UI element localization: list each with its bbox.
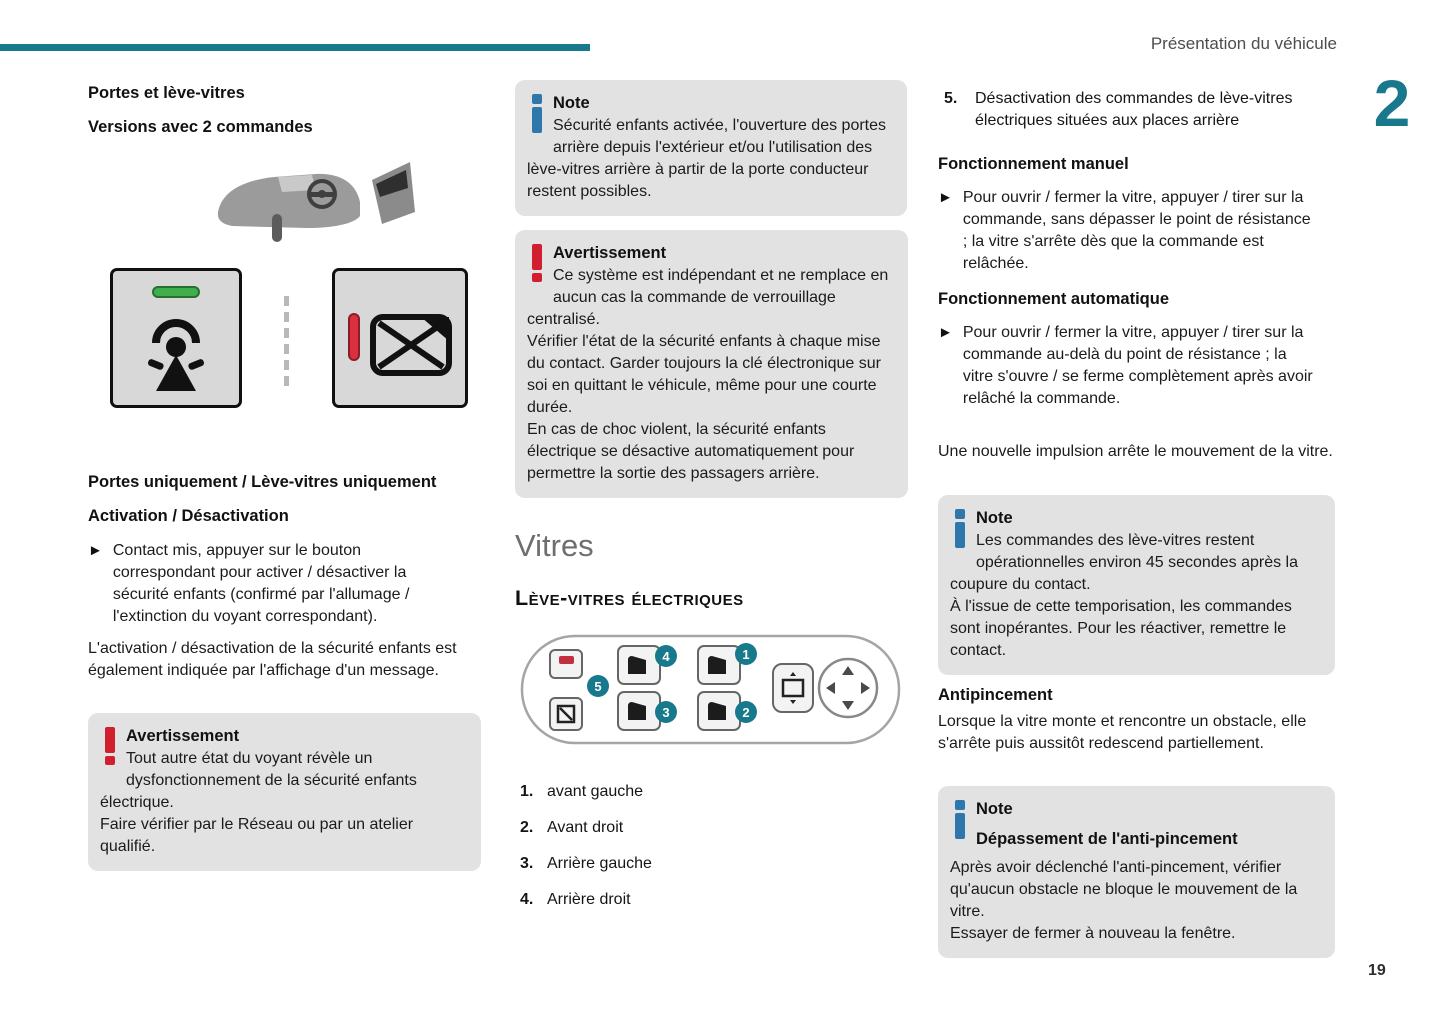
window-lock-control-illustration [332,268,468,408]
list-item-number: 5. [944,90,958,107]
note-box-timer: Note Les commandes des lève-vitres reste… [938,495,1335,675]
child-lock-control-illustration [110,268,242,408]
heading-portes-uniquement: Portes uniquement / Lève-vitres uniqueme… [88,473,437,491]
list-item-text: Désactivation des commandes de lève-vitr… [975,90,1293,129]
warning-icon [102,727,117,773]
note-body: Les commandes des lève-vitres restent op… [950,532,1298,659]
para-activation-message: L'activation / désactivation de la sécur… [88,640,457,679]
warning-icon [529,244,544,290]
warning-body: Ce système est indépendant et ne remplac… [527,267,889,482]
list-item-label: Arrière gauche [547,855,652,872]
chapter-number: 2 [1373,66,1411,140]
warning-title: Avertissement [553,244,667,262]
list-item: 4. Arrière droit [520,889,652,911]
note-subtitle: Dépassement de l'anti-pincement [976,830,1238,848]
child-lock-icon [147,319,205,391]
list-item: 3. Arrière gauche [520,853,652,875]
note-title: Note [553,94,590,112]
warning-box-left: Avertissement Tout autre état du voyant … [88,713,481,871]
bullet-manual-text: Pour ouvrir / fermer la vitre, appuyer /… [962,189,1311,272]
red-indicator-light [348,313,360,361]
heading-fonctionnement-manuel: Fonctionnement manuel [938,155,1129,173]
para-antipincement: Lorsque la vitre monte et rencontre un o… [938,713,1307,752]
list-item-number: 4. [520,891,534,908]
warning-box-middle: Avertissement Ce système est indépendant… [515,230,908,498]
arrow-bullet-icon: ► [938,189,953,206]
list-item-5: 5. Désactivation des commandes de lève-v… [944,88,1336,132]
info-icon [952,800,967,852]
list-item-number: 3. [520,855,534,872]
list-item-label: Avant droit [547,819,624,836]
note-body: Sécurité enfants activée, l'ouverture de… [527,117,887,200]
marker-2: 2 [742,705,749,720]
warning-title: Avertissement [126,727,240,745]
header-accent-bar [0,44,590,51]
marker-1: 1 [742,647,749,662]
info-icon [952,509,967,555]
marker-3: 3 [662,705,669,720]
marker-4: 4 [662,649,670,664]
arrow-bullet-icon: ► [88,542,103,559]
window-switch-panel-illustration: 4 1 3 2 5 [520,634,901,745]
heading-versions-2-commandes: Versions avec 2 commandes [88,118,313,136]
list-item-number: 2. [520,819,534,836]
list-item: 2. Avant droit [520,817,652,839]
window-disable-icon [370,314,452,376]
section-title-vitres: Vitres [515,528,594,563]
note-body: Après avoir déclenché l'anti-pincement, … [950,859,1298,942]
list-item-number: 1. [520,783,534,800]
subsection-leve-vitres-electriques: Lève-vitres électriques [515,586,744,610]
note-title: Note [976,509,1013,527]
list-item-label: Arrière droit [547,891,631,908]
bullet-automatic: ► Pour ouvrir / fermer la vitre, appuyer… [938,322,1336,410]
list-item: 1. avant gauche [520,781,652,803]
divider-dashes [284,296,289,386]
heading-activation: Activation / Désactivation [88,507,289,525]
marker-5: 5 [594,679,601,694]
note-title: Note [976,800,1013,818]
arrow-bullet-icon: ► [938,324,953,341]
note-box-child-safety: Note Sécurité enfants activée, l'ouvertu… [515,80,907,216]
heading-fonctionnement-automatique: Fonctionnement automatique [938,290,1169,308]
heading-portes-leve-vitres: Portes et lève-vitres [88,84,245,102]
note-box-antipinch: Note Dépassement de l'anti-pincement Apr… [938,786,1335,958]
bullet-contact-mis: ► Contact mis, appuyer sur le bouton cor… [88,540,470,628]
info-icon [529,94,544,140]
bullet-manual: ► Pour ouvrir / fermer la vitre, appuyer… [938,187,1336,275]
para-impulsion: Une nouvelle impulsion arrête le mouveme… [938,443,1333,460]
list-item-label: avant gauche [547,783,644,800]
bullet-automatic-text: Pour ouvrir / fermer la vitre, appuyer /… [962,324,1313,407]
bullet-contact-text: Contact mis, appuyer sur le bouton corre… [112,542,410,625]
green-indicator-light [152,286,200,298]
car-door-illustration [217,162,415,242]
warning-body: Tout autre état du voyant révèle un dysf… [100,750,417,855]
page-number: 19 [1368,962,1386,979]
header-title: Présentation du véhicule [1150,34,1337,53]
heading-antipincement: Antipincement [938,686,1053,704]
window-position-list: 1. avant gauche 2. Avant droit 3. Arrièr… [520,781,652,911]
